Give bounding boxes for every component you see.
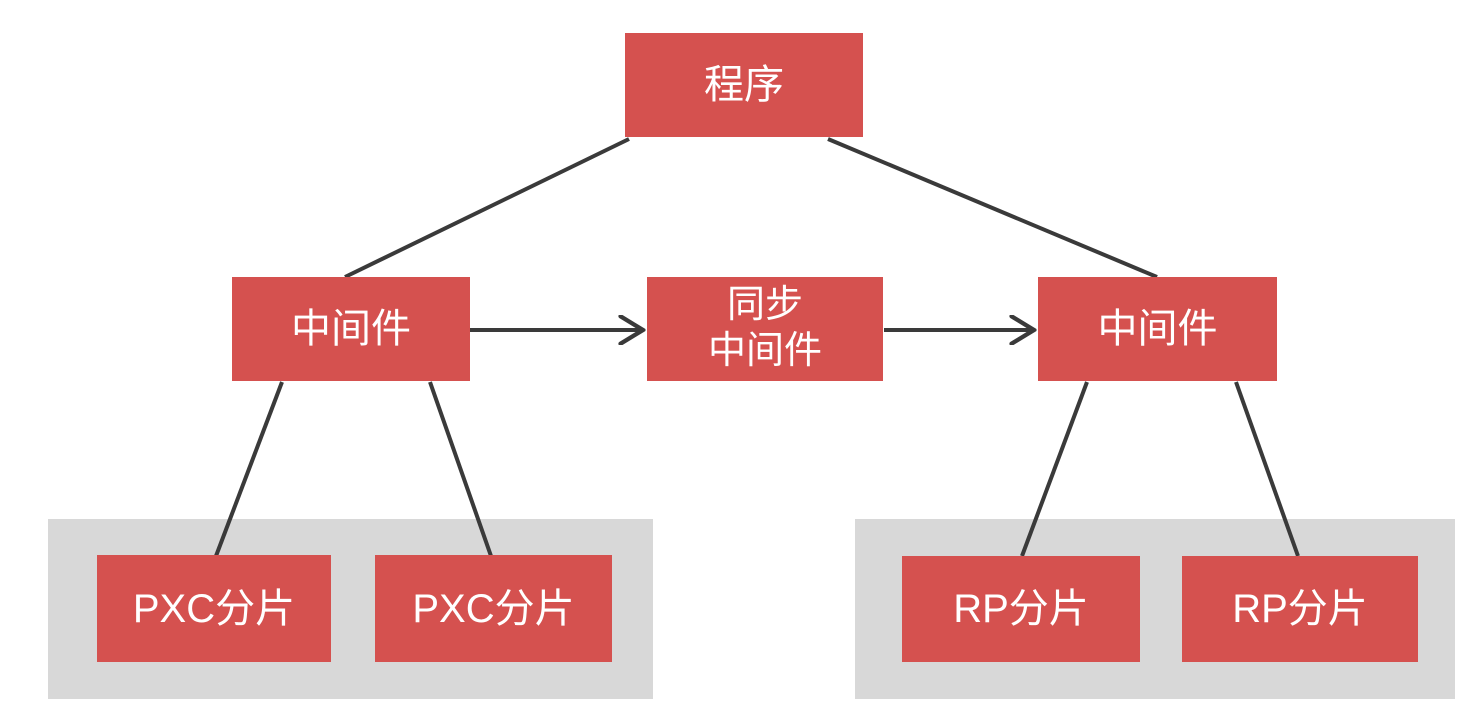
node-sync-middleware: 同步 中间件	[647, 277, 883, 381]
node-middleware-left: 中间件	[232, 277, 470, 381]
node-rp-shard-2: RP分片	[1182, 556, 1418, 662]
edge-middleware-right-to-rp-shard-1	[1020, 381, 1089, 557]
node-middleware-right: 中间件	[1038, 277, 1277, 381]
edge-middleware-left-to-pxc-shard-2	[428, 381, 493, 557]
edge-program-to-middleware-right	[827, 137, 1158, 279]
node-rp-shard-1: RP分片	[902, 556, 1140, 662]
edge-middleware-right-to-rp-shard-2	[1234, 381, 1300, 557]
edge-middleware-left-to-pxc-shard-1	[214, 381, 284, 557]
edge-program-to-middleware-left	[344, 137, 630, 279]
node-pxc-shard-2: PXC分片	[375, 555, 612, 662]
node-pxc-shard-1: PXC分片	[97, 555, 331, 662]
node-program: 程序	[625, 33, 863, 137]
